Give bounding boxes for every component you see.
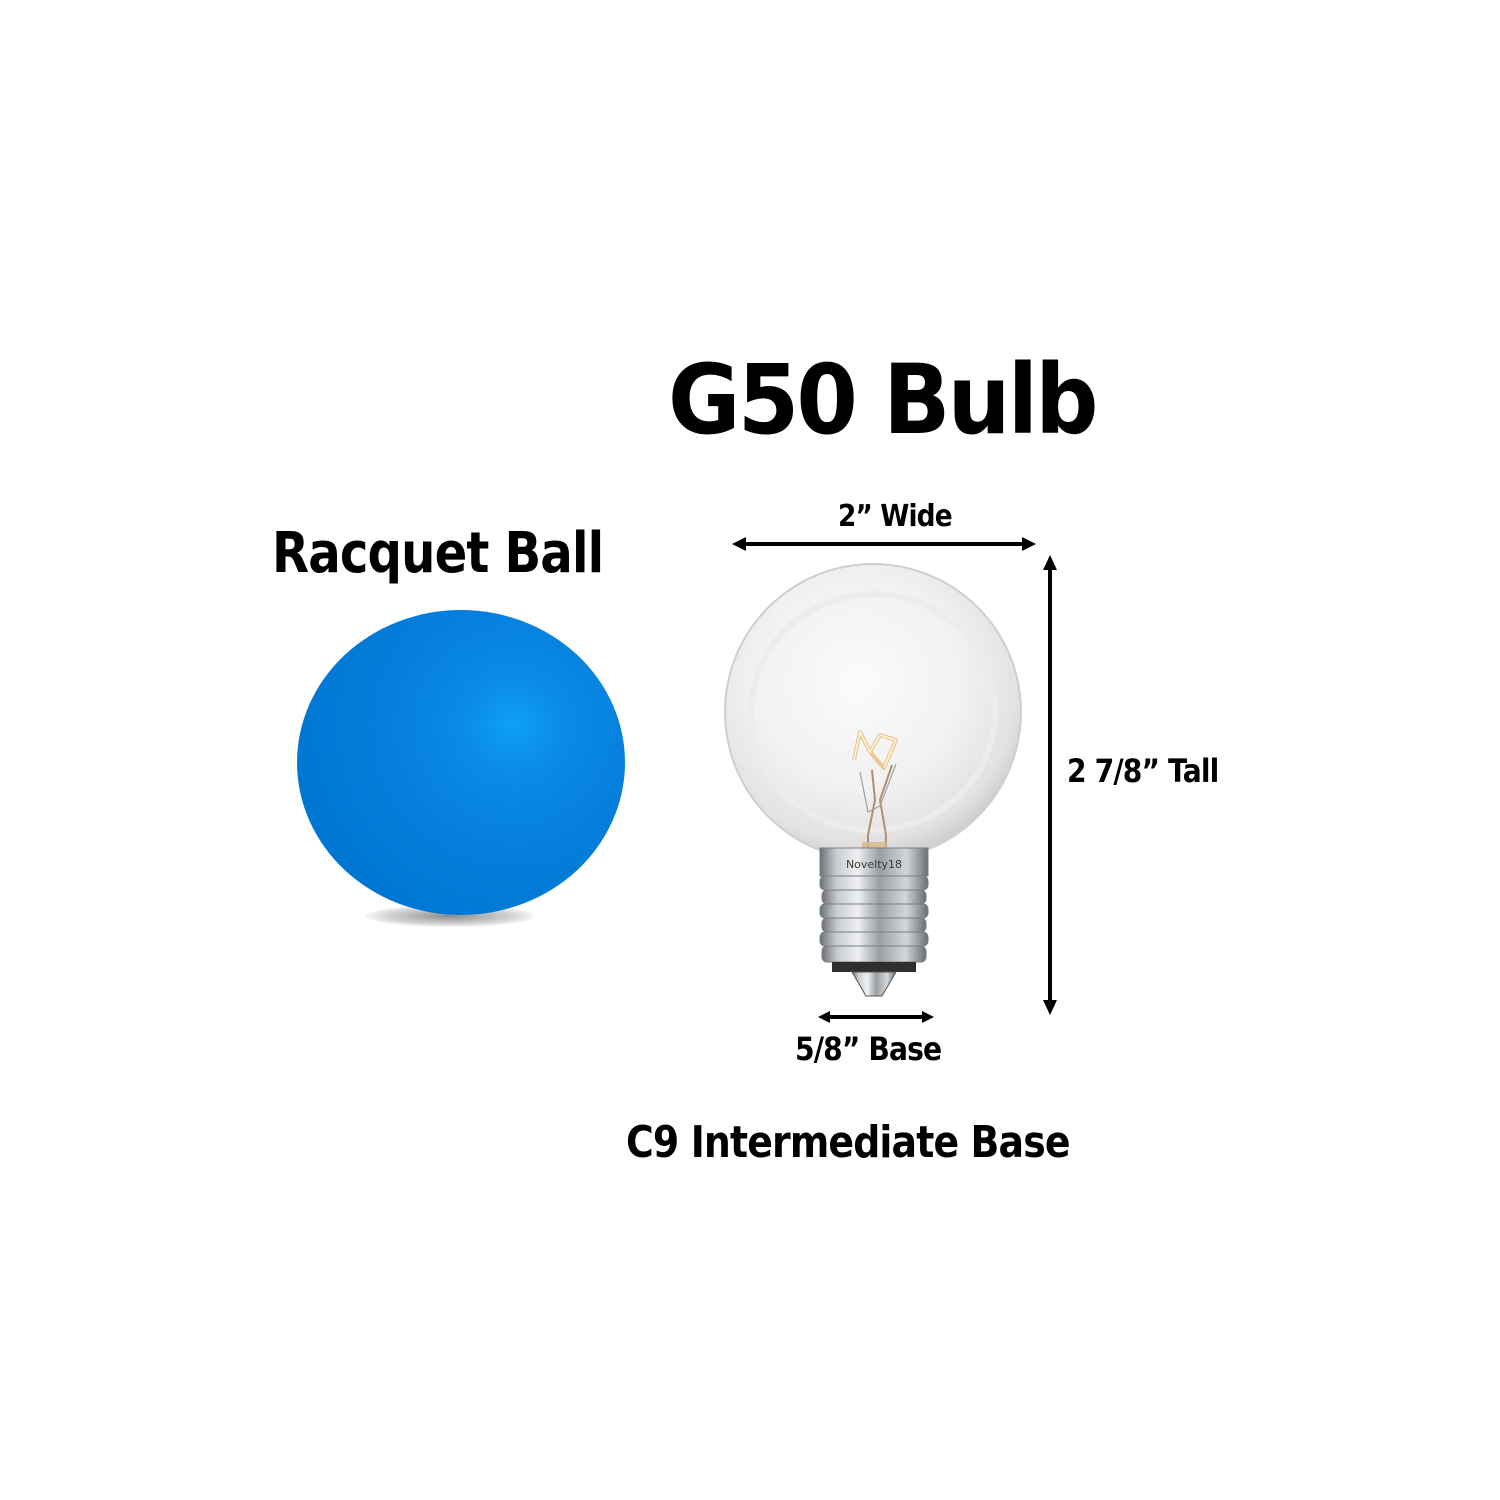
width-arrow-icon bbox=[732, 537, 1036, 551]
base-imprint: Novelty18 bbox=[846, 858, 902, 871]
height-arrow-icon bbox=[1043, 555, 1057, 1015]
base-dimension-label: 5/8” Base bbox=[795, 1030, 942, 1068]
bulb-glass bbox=[724, 563, 1022, 873]
height-dimension-label: 2 7/8” Tall bbox=[1067, 752, 1219, 790]
base-type-label: C9 Intermediate Base bbox=[626, 1117, 1071, 1168]
racquet-ball-image bbox=[297, 610, 625, 915]
width-dimension-label: 2” Wide bbox=[838, 499, 953, 534]
base-width-arrow-icon bbox=[818, 1011, 934, 1023]
bulb-screw-base: Novelty18 bbox=[819, 847, 929, 997]
page-title: G50 Bulb bbox=[668, 344, 1099, 456]
racquet-ball-label: Racquet Ball bbox=[272, 521, 604, 586]
